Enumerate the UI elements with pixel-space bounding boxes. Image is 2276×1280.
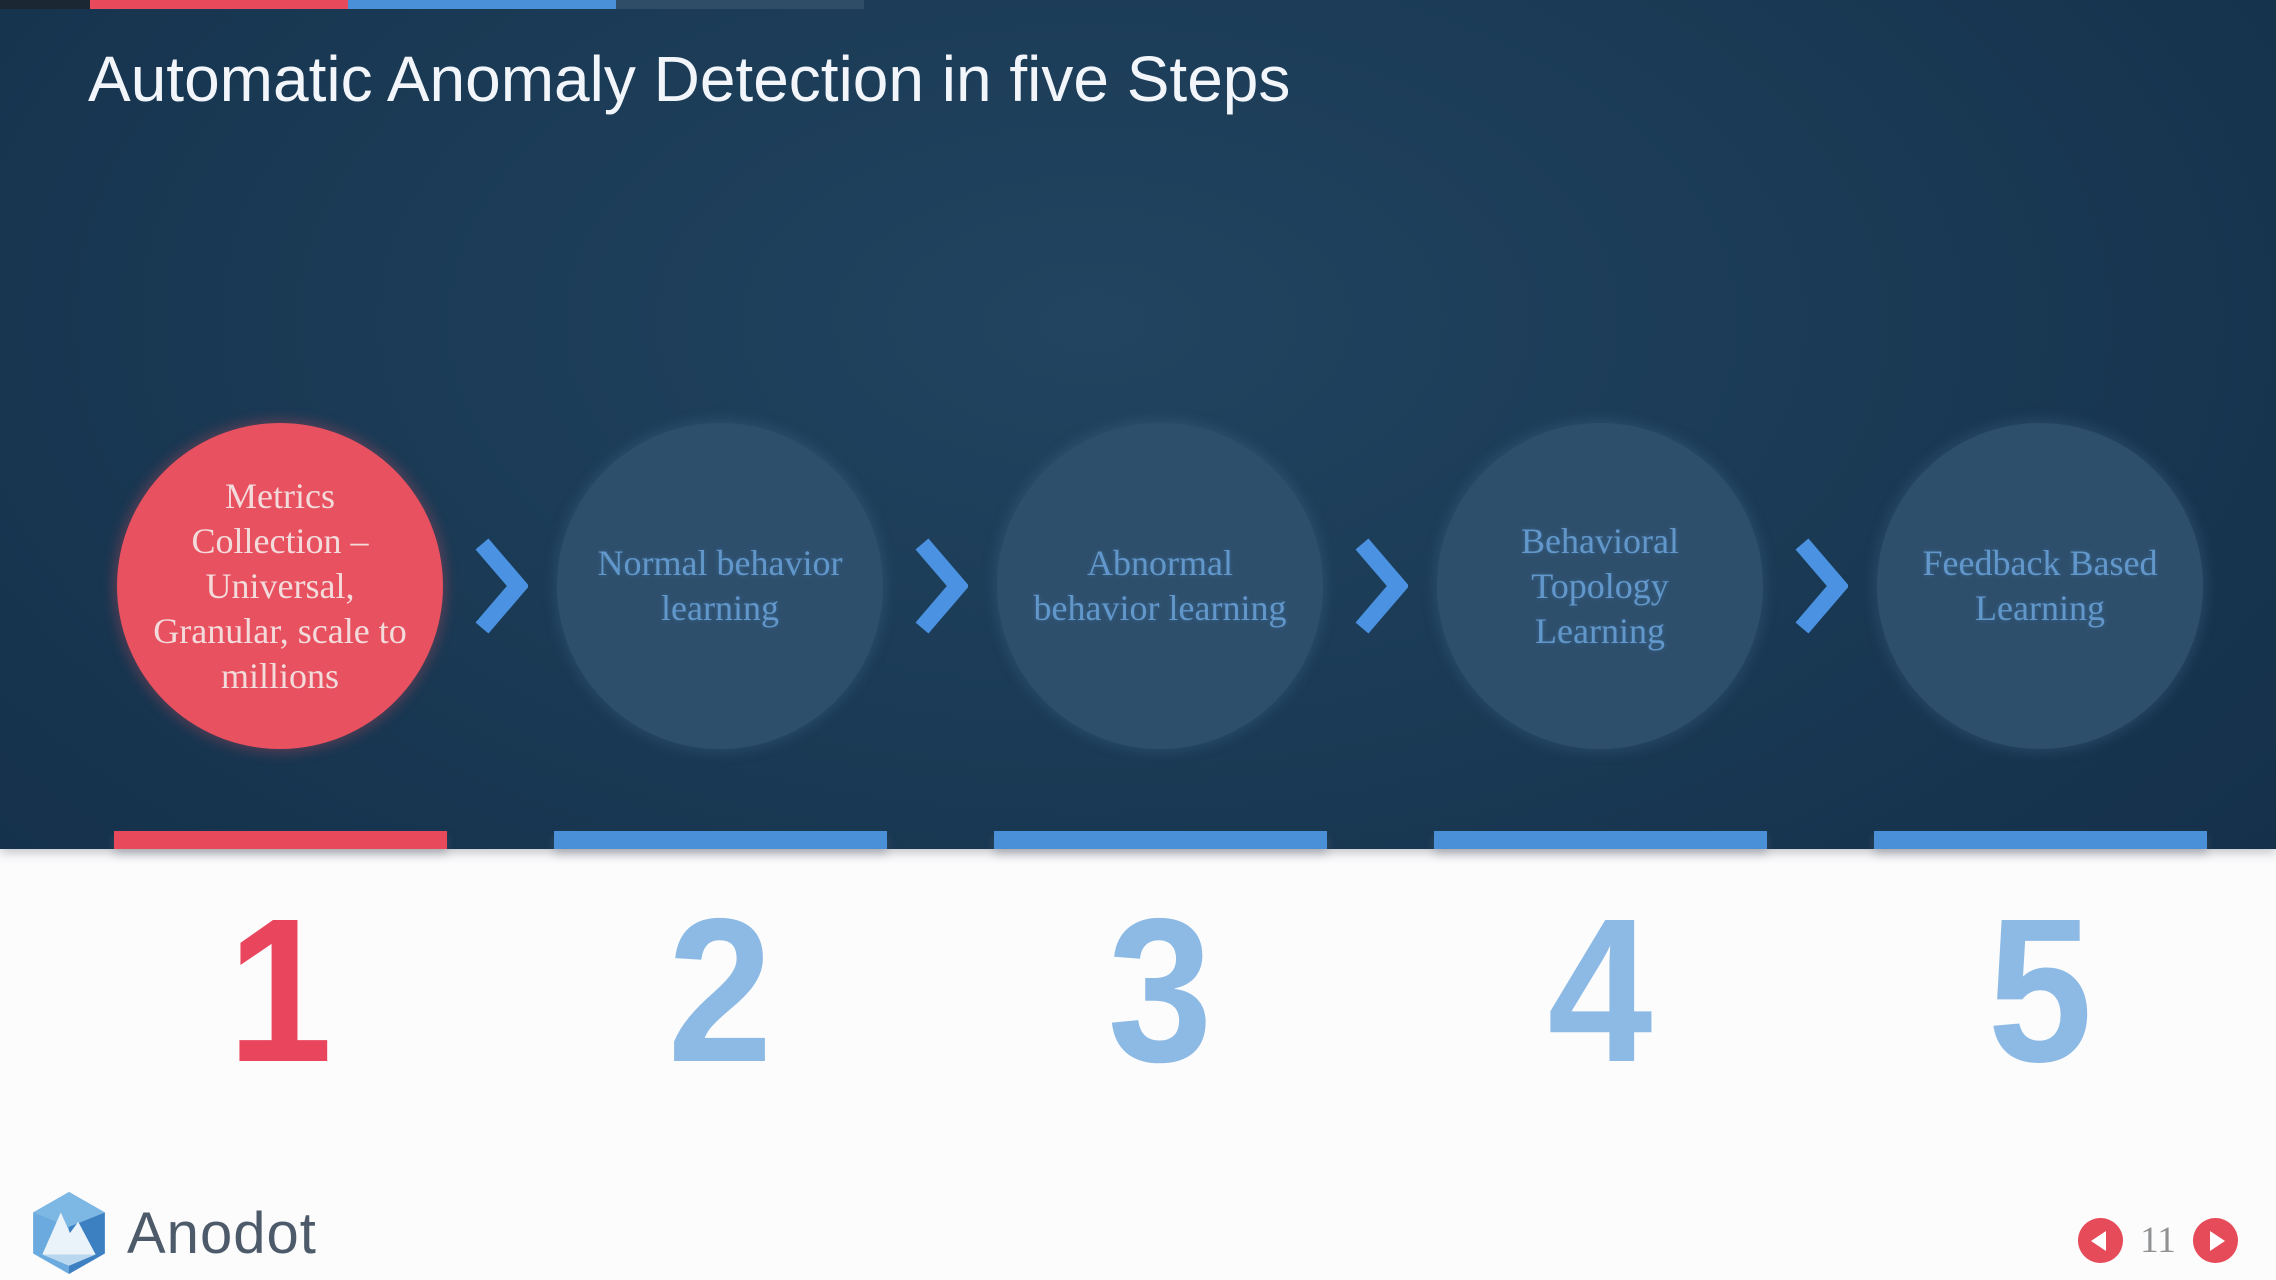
step-number-1: 1 xyxy=(227,876,333,1105)
chevron-right-icon xyxy=(472,536,528,636)
slide-progress-strip xyxy=(0,0,2276,9)
step-underline-4 xyxy=(1434,831,1767,849)
prev-slide-button[interactable] xyxy=(2078,1218,2123,1263)
step-label-4: Behavioral Topology Learning xyxy=(1521,520,1679,651)
step-circle-1: Metrics Collection – Universal, Granular… xyxy=(117,423,443,749)
progress-segment-blue xyxy=(348,0,616,9)
prev-arrow-icon xyxy=(2091,1230,2106,1251)
step-number-3: 3 xyxy=(1107,876,1213,1105)
step-label-3: Abnormal behavior learning xyxy=(1033,543,1287,628)
step-circle-4: Behavioral Topology Learning xyxy=(1437,423,1763,749)
step-number-2: 2 xyxy=(667,876,773,1105)
step-number-4: 4 xyxy=(1547,876,1653,1105)
slide-header-band: Automatic Anomaly Detection in five Step… xyxy=(0,0,2276,849)
step-circle-5: Feedback Based Learning xyxy=(1877,423,2203,749)
step-label-2: Normal behavior learning xyxy=(597,543,843,628)
progress-segment-red xyxy=(90,0,348,9)
step-circle-3: Abnormal behavior learning xyxy=(997,423,1323,749)
step-circle-2: Normal behavior learning xyxy=(557,423,883,749)
anodot-gem-icon xyxy=(33,1192,105,1274)
chevron-right-icon xyxy=(1352,536,1408,636)
slide-title: Automatic Anomaly Detection in five Step… xyxy=(88,43,1291,115)
step-label-1: Metrics Collection – Universal, Granular… xyxy=(153,475,407,696)
progress-segment-dark xyxy=(0,0,90,9)
step-label-5: Feedback Based Learning xyxy=(1922,543,2158,628)
brand-logo: Anodot xyxy=(33,1192,317,1274)
slide-pager: 11 xyxy=(2078,1218,2238,1263)
chevron-right-icon xyxy=(1792,536,1848,636)
chevron-right-icon xyxy=(912,536,968,636)
step-underline-5 xyxy=(1874,831,2207,849)
step-underline-1 xyxy=(114,831,447,849)
next-slide-button[interactable] xyxy=(2193,1218,2238,1263)
progress-segment-slate xyxy=(616,0,864,9)
step-underline-2 xyxy=(554,831,887,849)
brand-name: Anodot xyxy=(127,1200,317,1266)
page-number: 11 xyxy=(2140,1220,2176,1261)
step-number-5: 5 xyxy=(1987,876,2093,1105)
step-underline-3 xyxy=(994,831,1327,849)
next-arrow-icon xyxy=(2210,1230,2225,1251)
